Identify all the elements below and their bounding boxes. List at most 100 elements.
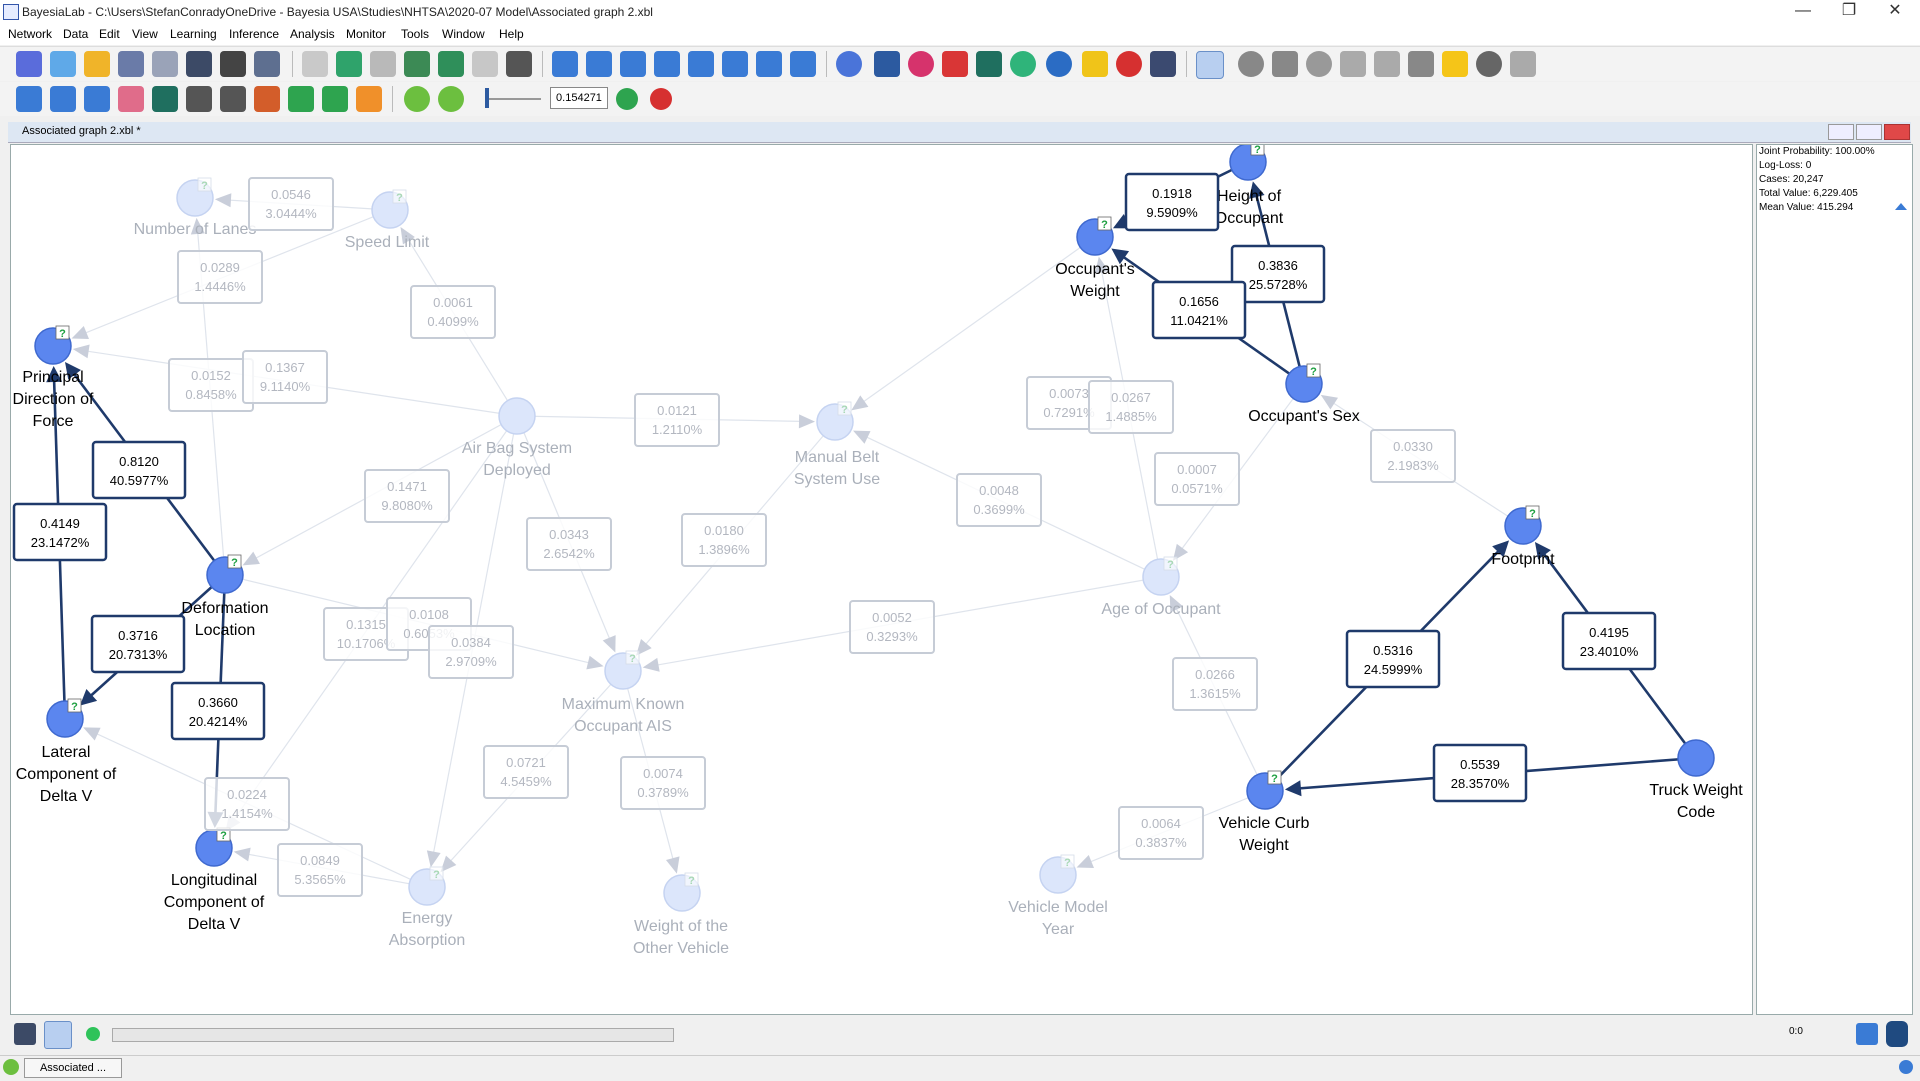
threshold-slider-track[interactable] [487,98,541,100]
doc-restore-button[interactable] [1856,124,1882,140]
binoculars-icon[interactable] [506,51,532,77]
menu-network[interactable]: Network [8,27,53,41]
contract-icon[interactable] [722,51,748,77]
zoom-out-icon[interactable] [586,51,612,77]
rotate-right-icon[interactable] [790,51,816,77]
trash-icon[interactable] [1510,51,1536,77]
menu-help[interactable]: Help [499,27,524,41]
forward-icon[interactable] [220,86,246,112]
menu-monitor[interactable]: Monitor [346,27,387,41]
restore-button[interactable]: ❐ [1841,2,1857,19]
arc-tool-icon[interactable] [874,51,900,77]
square-node-icon[interactable] [1374,51,1400,77]
doc-minimize-button[interactable] [1828,124,1854,140]
note-icon[interactable] [1442,51,1468,77]
comment-icon[interactable] [1010,51,1036,77]
node-tool-icon[interactable] [836,51,862,77]
new-network-icon[interactable] [50,51,76,77]
eraser-icon[interactable] [118,86,144,112]
close-button[interactable]: ✕ [1888,2,1902,19]
diamond-node-icon[interactable] [1340,51,1366,77]
data-icon[interactable] [152,51,178,77]
threshold-slider-thumb[interactable] [485,88,489,108]
collapse-up-icon[interactable] [1895,203,1907,210]
small-node-icon[interactable] [1306,51,1332,77]
database-icon[interactable] [1886,1021,1908,1047]
check-icon[interactable] [288,86,314,112]
threshold-input[interactable]: 0.154271 [550,87,608,109]
chart-tool-icon[interactable] [976,51,1002,77]
save-icon[interactable] [186,51,212,77]
undo-icon[interactable] [438,51,464,77]
target-node-icon[interactable] [908,51,934,77]
fit-to-window-icon[interactable] [654,51,680,77]
zoom-in-icon[interactable] [16,86,42,112]
open-folder-icon[interactable] [84,51,110,77]
paste-icon[interactable] [370,51,396,77]
menu-learning[interactable]: Learning [170,27,217,41]
edge-occupant_weight-manual_belt[interactable] [851,236,1096,411]
remove-icon[interactable] [1476,51,1502,77]
node-age_occupant[interactable]: ?Age of Occupant [1101,556,1221,618]
minimize-button[interactable]: — [1795,2,1811,19]
cancel-icon[interactable] [650,88,672,110]
node-number_of_lanes[interactable]: ?Number of Lanes [134,177,257,238]
distribution-icon[interactable] [1856,1023,1878,1045]
rotate-left-icon[interactable] [756,51,782,77]
no-entry-icon[interactable] [1116,51,1142,77]
zoom-out-icon[interactable] [50,86,76,112]
report-icon[interactable] [356,86,382,112]
play-icon[interactable] [438,86,464,112]
menu-window[interactable]: Window [442,27,485,41]
node-occupant_sex[interactable]: ?Occupant's Sex [1248,363,1360,425]
gear-icon[interactable] [254,51,280,77]
table-icon[interactable] [152,86,178,112]
play-back-icon[interactable] [404,86,430,112]
menu-edit[interactable]: Edit [99,27,120,41]
database-icon[interactable] [118,51,144,77]
circle-node-icon[interactable] [1238,51,1264,77]
menu-inference[interactable]: Inference [229,27,280,41]
doc-close-button[interactable] [1884,124,1910,140]
info-icon[interactable] [1046,51,1072,77]
menu-tools[interactable]: Tools [401,27,430,41]
confirm-icon[interactable] [616,88,638,110]
highlight-icon[interactable] [1082,51,1108,77]
expand-icon[interactable] [688,51,714,77]
zoom-reset-icon[interactable] [84,86,110,112]
